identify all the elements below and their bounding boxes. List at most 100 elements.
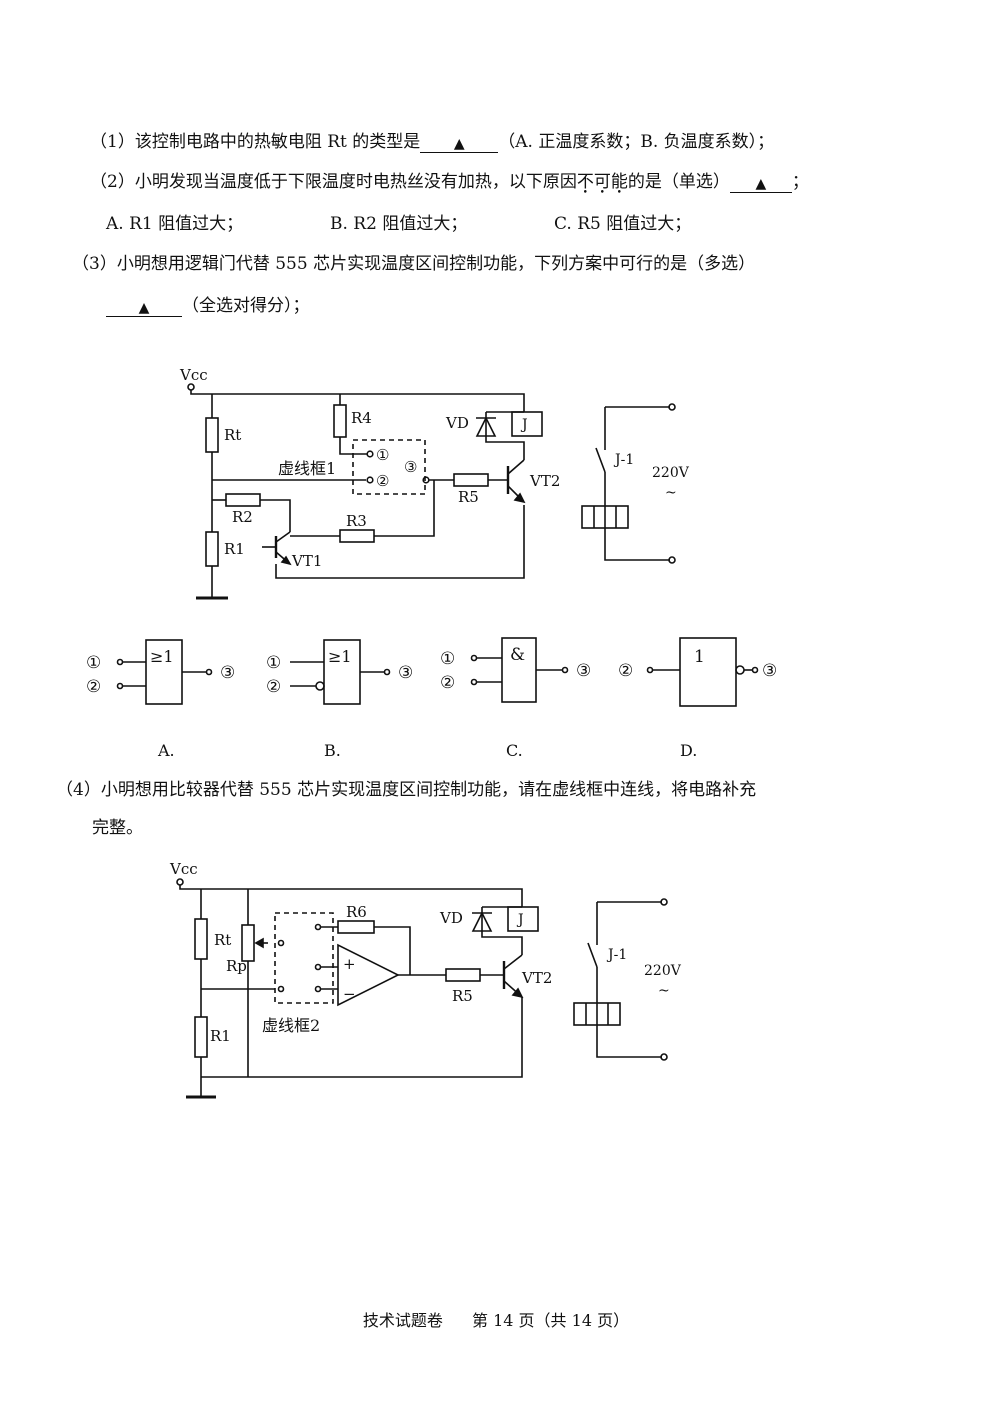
r4-label: R4	[351, 409, 372, 427]
r5-resistor	[445, 968, 481, 982]
bottom-rail	[275, 505, 525, 579]
vt2-label: VT2	[529, 472, 560, 490]
output-label: ③	[220, 663, 235, 683]
q2-option-a: A. R1 阻值过大；	[106, 214, 244, 234]
q2-option-b: B. R2 阻值过大；	[330, 214, 468, 234]
option-letter: C.	[506, 741, 523, 760]
page-footer: 技术试题卷 第 14 页（共 14 页）	[0, 1307, 992, 1331]
vd-label: VD	[439, 909, 463, 927]
input-dot	[470, 654, 478, 662]
q2-emphasis-char: 能	[611, 172, 628, 192]
switch-j1	[595, 447, 606, 473]
dashed-box-1	[352, 439, 426, 495]
r1-label: R1	[210, 1027, 231, 1045]
input-dot	[116, 682, 124, 690]
vt1-collector	[275, 531, 291, 543]
dashed-box-1-label: 虚线框1	[278, 459, 336, 478]
vd-diode	[471, 911, 493, 932]
q2-emphasis-char: 可	[594, 172, 611, 192]
q3-answer-blank[interactable]: ▲	[106, 296, 182, 317]
gate-symbol: ≥1	[328, 647, 352, 666]
input-2-label: ②	[86, 677, 101, 697]
dashed-box-2-label: 虚线框2	[262, 1016, 320, 1035]
vt2-arrow	[513, 492, 526, 504]
ac-voltage-label: 220V	[644, 963, 682, 979]
wire	[374, 926, 411, 975]
q1-blank-marker: ▲	[453, 136, 465, 152]
inverting-input-label: −	[343, 985, 356, 1003]
input-dot	[116, 658, 124, 666]
box-terminal[interactable]	[277, 985, 285, 993]
relay-j-label: J	[520, 417, 528, 433]
terminal-3-label: ③	[404, 458, 417, 476]
terminal-1-label: ①	[376, 446, 389, 464]
terminal-2-label: ②	[376, 472, 389, 490]
gate-option-c[interactable]: ① ② & ③ C.	[440, 637, 591, 760]
relay-j-label: J	[516, 912, 524, 928]
rt-resistor	[194, 918, 208, 960]
r4-resistor	[333, 404, 347, 438]
box-terminal[interactable]	[277, 939, 285, 947]
box-terminal[interactable]	[314, 985, 322, 993]
r2-label: R2	[232, 508, 253, 526]
input-2-label: ②	[440, 673, 455, 693]
q1-options: （A. 正温度系数；B. 负温度系数）；	[498, 132, 775, 152]
j1-label: J-1	[606, 947, 627, 963]
terminal-3-dot[interactable]	[422, 476, 430, 484]
not-gate-body	[679, 637, 737, 707]
relay-coil-j	[507, 906, 539, 932]
r3-label: R3	[346, 512, 367, 530]
q4-text: （4）小明想用比较器代替 555 芯片实现温度区间控制功能，请在虚线框中连线，将…	[56, 780, 757, 800]
r1-label: R1	[224, 540, 245, 558]
r2-resistor	[225, 493, 261, 507]
q1-answer-blank[interactable]: ▲	[420, 132, 499, 153]
gate-option-d[interactable]: ② 1 ③ D.	[618, 637, 777, 760]
question-2: （2）小明发现当温度低于下限温度时电热丝没有加热，以下原因不可能的是（单选）▲；	[90, 171, 809, 193]
gate-option-b[interactable]: ① ② ≥1 ③ B.	[266, 639, 413, 760]
vt1-arrow	[280, 555, 292, 566]
bottom-rail	[201, 997, 523, 1078]
question-3: （3）小明想用逻辑门代替 555 芯片实现温度区间控制功能，下列方案中可行的是（…	[72, 253, 755, 275]
terminal-1-dot[interactable]	[366, 450, 374, 458]
wire	[485, 412, 525, 460]
option-letter: D.	[680, 741, 697, 760]
top-rail	[190, 390, 525, 412]
vt1-label: VT1	[291, 552, 322, 570]
output-label: ③	[762, 661, 777, 681]
q3-blank-marker: ▲	[138, 300, 150, 316]
footer-title: 技术试题卷	[362, 1311, 443, 1330]
input-1-label: ①	[266, 653, 281, 673]
rt-resistor	[205, 417, 219, 453]
vcc-terminal	[176, 878, 184, 886]
rp-label: Rp	[226, 957, 247, 975]
question-4: （4）小明想用比较器代替 555 芯片实现温度区间控制功能，请在虚线框中连线，将…	[56, 779, 756, 801]
rt-label: Rt	[224, 426, 241, 444]
q2-answer-blank[interactable]: ▲	[729, 172, 792, 193]
wire	[339, 437, 367, 455]
dashed-box-2	[274, 912, 334, 1004]
q3-rest: （全选对得分）；	[182, 296, 310, 316]
vt2-label: VT2	[521, 969, 552, 987]
gate-option-a[interactable]: ① ② ≥1 ③ A.	[86, 639, 235, 760]
vt2-collector	[507, 459, 525, 475]
gate-symbol: ≥1	[150, 647, 174, 666]
terminal-2-dot[interactable]	[366, 476, 374, 484]
rp-potentiometer	[241, 924, 255, 962]
box-terminal[interactable]	[314, 923, 322, 931]
r6-resistor	[337, 920, 375, 934]
switch-j1	[587, 942, 598, 968]
input-label: ②	[618, 661, 633, 681]
question-1: （1）该控制电路中的热敏电阻 Rt 的类型是▲（A. 正温度系数；B. 负温度系…	[90, 131, 774, 153]
option-letter: B.	[324, 741, 341, 760]
output-dot	[561, 666, 569, 674]
q4-text-2: 完整。	[92, 818, 143, 838]
q2-blank-marker: ▲	[755, 176, 767, 192]
ac-symbol: ~	[665, 485, 677, 501]
output-dot	[751, 666, 759, 674]
output-label: ③	[398, 663, 413, 683]
box-terminal[interactable]	[314, 963, 322, 971]
rt-label: Rt	[214, 931, 231, 949]
q2-end: ；	[791, 172, 809, 192]
comparator-opamp	[337, 943, 400, 1007]
vcc-label: Vcc	[169, 860, 198, 878]
